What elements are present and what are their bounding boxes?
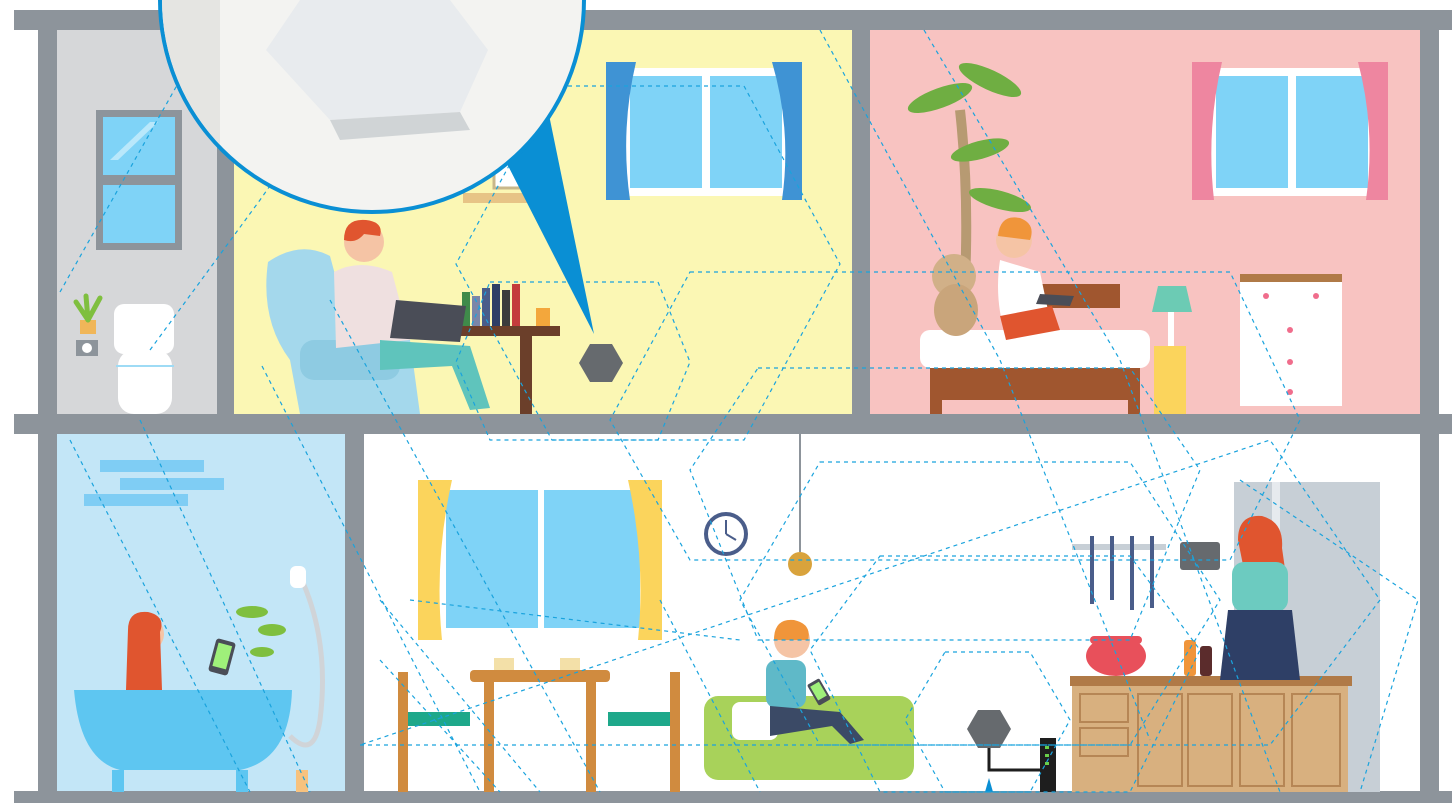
table-leg-right	[586, 682, 596, 792]
restroom-window-glass-bottom	[103, 185, 175, 243]
tub-leg-right	[236, 770, 248, 792]
living-window-glass-right	[544, 490, 640, 628]
bathtub	[74, 690, 292, 770]
bed-leg-right	[1128, 400, 1140, 414]
cup-left	[494, 658, 514, 670]
router-icon	[1040, 738, 1056, 792]
pendant-lamp	[788, 552, 812, 576]
laptop-icon	[390, 300, 466, 342]
study-window-glass-right	[710, 76, 782, 188]
kitchen-cabinets	[1072, 686, 1348, 792]
table-leg-left	[484, 682, 494, 792]
woman-skirt	[1220, 610, 1300, 680]
bedroom-divider	[852, 30, 870, 414]
left-wall	[38, 30, 57, 792]
bed-leg-left	[930, 400, 942, 414]
floor-beam	[14, 414, 1452, 434]
pot-lid	[1090, 636, 1142, 644]
desk-leg	[520, 336, 532, 414]
study-window-glass-left	[630, 76, 702, 188]
tablet-icon	[1180, 542, 1220, 570]
bottle-orange	[1184, 640, 1196, 676]
pen-cup	[536, 308, 550, 326]
cup-right	[560, 658, 580, 670]
clock-icon	[706, 514, 746, 554]
nightstand	[1154, 346, 1186, 414]
bed-frame	[930, 368, 1140, 400]
right-wall	[1420, 30, 1439, 792]
laptop-icon	[1036, 294, 1074, 306]
chair-left-seat	[404, 712, 470, 726]
living-window-glass-left	[446, 490, 538, 628]
woman-top	[1232, 562, 1288, 612]
dresser-top	[1240, 274, 1342, 282]
bedroom-window-glass-left	[1216, 76, 1288, 188]
dresser	[1240, 276, 1342, 406]
toilet-bowl	[118, 350, 172, 414]
bathroom-divider	[345, 434, 364, 792]
teddy-body	[934, 284, 978, 336]
bather-hair	[126, 612, 162, 690]
shower-head	[290, 566, 306, 588]
chair-right-seat	[608, 712, 674, 726]
dining-table-top	[470, 670, 610, 682]
kitchen-counter-top	[1070, 676, 1352, 686]
lamp-stand	[1168, 312, 1174, 346]
restroom-window-glass-top	[103, 117, 175, 175]
tub-leg-left	[112, 770, 124, 792]
bottle-dark	[1200, 646, 1212, 676]
chair-right-back	[670, 672, 680, 792]
ground-beam	[14, 791, 1452, 803]
bedroom-window-glass-right	[1296, 76, 1368, 188]
shampoo-bottle	[296, 770, 308, 792]
toilet-paper	[82, 343, 92, 353]
table-lamp	[1152, 286, 1192, 312]
